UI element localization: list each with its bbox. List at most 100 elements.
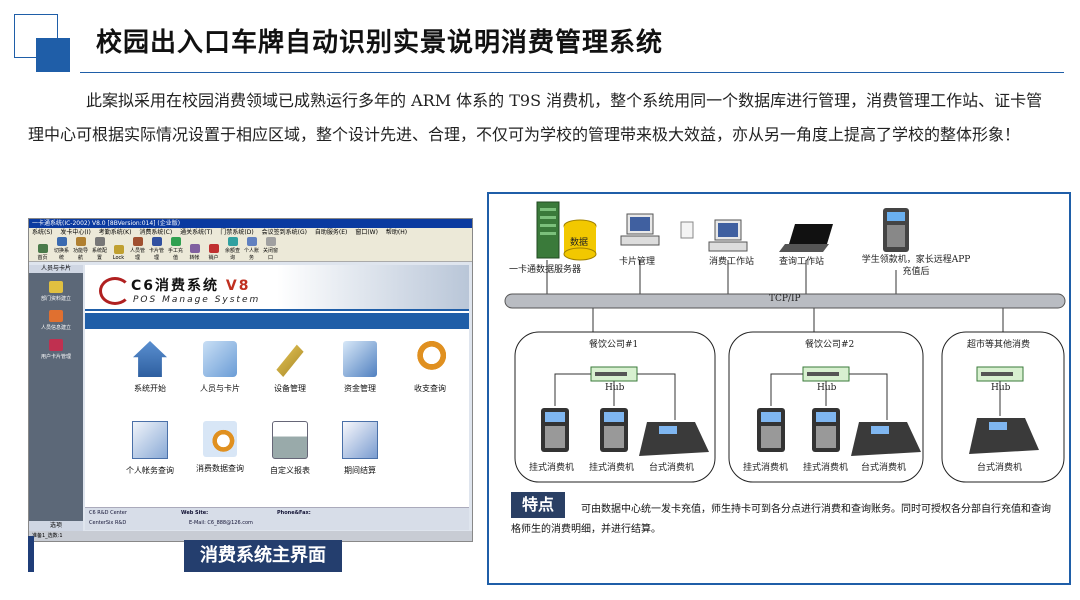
wall-pos-icon <box>541 408 569 452</box>
house-icon <box>133 341 167 377</box>
card-manage-icon <box>49 339 63 351</box>
sidebar-item[interactable]: 用户卡片管理 <box>29 339 83 360</box>
module-button[interactable]: 消费数据查询 <box>185 421 255 474</box>
module-label: 资金管理 <box>344 384 376 393</box>
wall-pos-icon <box>812 408 840 452</box>
transfer-icon <box>189 244 200 253</box>
toolbar-button[interactable]: 系统配置 <box>90 237 109 261</box>
menu-item[interactable]: 窗口(W) <box>355 229 378 236</box>
toolbar-label: 手工充值 <box>167 248 183 261</box>
menu-item[interactable]: 消费系统(C) <box>139 229 173 236</box>
menu-item[interactable]: 门禁系统(D) <box>220 229 254 236</box>
app-banner: C6消费系统 V8 POS Manage System <box>85 265 469 311</box>
toolbar-button[interactable]: 手工充值 <box>166 237 185 261</box>
page-title: 校园出入口车牌自动识别实景说明消费管理系统 <box>96 28 664 58</box>
module-button[interactable]: 期间结算 <box>325 421 395 476</box>
menu-item[interactable]: 考勤系统(K) <box>98 229 132 236</box>
menu-item[interactable]: 通关系统(T) <box>180 229 213 236</box>
menu-item[interactable]: 发卡中心(I) <box>60 229 91 236</box>
toolbar-button[interactable]: 关闭窗口 <box>261 237 280 261</box>
hub-wiring <box>554 373 1001 420</box>
hub-label: Hub <box>817 383 837 393</box>
nav-icon <box>75 237 86 246</box>
c6-logo-icon <box>99 277 131 305</box>
screenshot-caption: 消费系统主界面 <box>184 540 342 572</box>
device-label: 挂式消费机 <box>589 463 635 473</box>
close-window-icon <box>265 237 276 246</box>
card-reader-icon <box>680 221 694 239</box>
toolbar-label: 首页 <box>37 255 48 261</box>
menu-item[interactable]: 帮助(H) <box>385 229 408 236</box>
module-label: 消费数据查询 <box>196 464 244 473</box>
module-label: 自定义报表 <box>270 466 310 475</box>
lock-icon <box>113 245 124 254</box>
module-label: 期间结算 <box>344 466 376 475</box>
hub-label: Hub <box>991 383 1011 393</box>
node-label: 学生领款机，家长远程APP充值后 <box>861 255 971 277</box>
magnifier-icon <box>413 341 447 377</box>
device-label: 挂式消费机 <box>743 463 789 473</box>
group-title: 餐饮公司#2 <box>805 340 855 350</box>
user-icon <box>132 237 143 246</box>
device-label: 挂式消费机 <box>529 463 575 473</box>
toolbar-button[interactable]: Lock <box>109 245 128 261</box>
checklist-icon <box>132 421 168 459</box>
node-label: 卡片管理 <box>619 257 656 267</box>
status-company: C6 R&D Center <box>89 510 127 516</box>
department-icon <box>49 281 63 293</box>
toolbar-button[interactable]: 首页 <box>33 244 52 261</box>
sidebar-item[interactable]: 部门资料建立 <box>29 281 83 302</box>
laptop-icon <box>779 224 833 252</box>
device-label: 挂式消费机 <box>803 463 849 473</box>
toolbar-button[interactable]: 卡片管理 <box>147 237 166 261</box>
node-label: 消费工作站 <box>709 257 755 267</box>
logo-square-filled <box>36 38 70 72</box>
status-email: E-Mail: C6_888@126.com <box>189 520 253 526</box>
module-label: 设备管理 <box>274 384 306 393</box>
sidebar-footer[interactable]: 选项 <box>29 521 83 531</box>
toolbar-label: 余额查询 <box>224 248 240 261</box>
hub-icon <box>976 366 1024 382</box>
app-status-bar: C6 R&D Center CenterSix R&D Web Site: E-… <box>85 507 469 530</box>
module-button[interactable]: 资金管理 <box>325 341 395 394</box>
toolbar-label: 转帐 <box>189 255 200 261</box>
toolbar-button[interactable]: 功能导航 <box>71 237 90 261</box>
module-button[interactable]: 人员与卡片 <box>185 341 255 394</box>
module-button[interactable]: 设备管理 <box>255 341 325 394</box>
wall-pos-icon <box>600 408 628 452</box>
menu-item[interactable]: 会议签到系统(G) <box>261 229 307 236</box>
toolbar-button[interactable]: 人员管理 <box>128 237 147 261</box>
toolbar-button[interactable]: 个人账务 <box>242 237 261 261</box>
status-website-label: Web Site: <box>181 510 209 516</box>
title-rule <box>80 72 1064 73</box>
wall-pos-icon <box>757 408 785 452</box>
card-icon <box>151 237 162 246</box>
menu-item[interactable]: 自助服务(E) <box>314 229 348 236</box>
feature-text: 可由数据中心统一发卡充值，师生持卡可到各分点进行消费和查询账务。同时可授权各分部… <box>511 504 1051 535</box>
toolbar-label: 人员管理 <box>129 248 145 261</box>
module-button[interactable]: 收支查询 <box>395 341 465 394</box>
toolbar-label: 个人账务 <box>243 248 259 261</box>
module-button[interactable]: 个人帐务查询 <box>115 421 185 476</box>
toolbar-button[interactable]: 余额查询 <box>223 237 242 261</box>
module-button[interactable]: 系统开始 <box>115 341 185 394</box>
intro-paragraph: 此案拟采用在校园消费领域已成熟运行多年的 ARM 体系的 T9S 消费机，整个系… <box>28 91 1043 144</box>
search-document-icon <box>203 421 237 457</box>
menu-item[interactable]: 系统(S) <box>32 229 53 236</box>
module-button[interactable]: 自定义报表 <box>255 421 325 476</box>
app-title-bar: 一卡通系统(IC-2002) V8.0 [8BVersion:014] (企业版… <box>29 219 472 228</box>
sidebar-label: 用户卡片管理 <box>40 354 71 360</box>
toolbar-button[interactable]: 销户 <box>204 244 223 261</box>
sidebar-item[interactable]: 人员信息建立 <box>29 310 83 331</box>
sidebar-header: 人员与卡片 <box>29 265 83 273</box>
device-label: 台式消费机 <box>649 463 695 473</box>
account-icon <box>246 237 257 246</box>
status-phone-label: Phone&Fax: <box>277 510 311 516</box>
config-icon <box>94 237 105 246</box>
database-label: 数据 <box>570 238 589 248</box>
toolbar-button[interactable]: 切换系统 <box>52 237 71 261</box>
toolbar-button[interactable]: 转帐 <box>185 244 204 261</box>
module-label: 系统开始 <box>134 384 166 393</box>
feature-title: 特点 <box>511 492 565 518</box>
banner-subtitle: POS Manage System <box>133 295 261 305</box>
